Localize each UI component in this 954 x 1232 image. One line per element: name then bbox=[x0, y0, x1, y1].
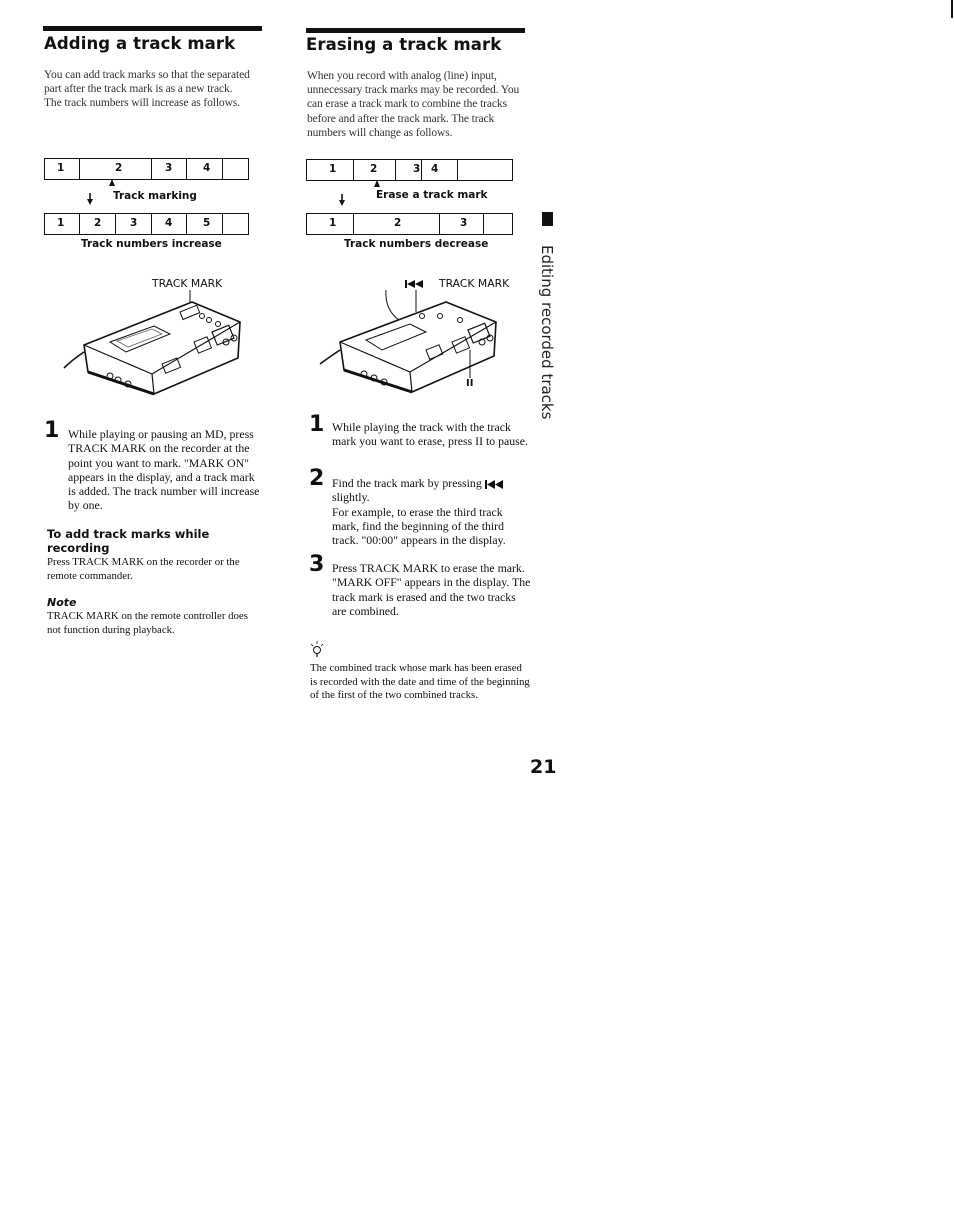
tip-text: The combined track whose mark has been e… bbox=[310, 662, 530, 701]
adding-intro-text-2: The track numbers will increase as follo… bbox=[44, 97, 240, 110]
step-number: 1 bbox=[44, 418, 60, 443]
track-marking-label: Track marking bbox=[113, 190, 197, 202]
track-diagram-after: 1 2 3 4 5 bbox=[44, 213, 249, 235]
track-divider bbox=[115, 214, 116, 234]
track-divider bbox=[353, 214, 354, 234]
track-divider bbox=[222, 214, 223, 234]
track-number: 1 bbox=[57, 162, 65, 174]
track-number: 4 bbox=[431, 163, 439, 175]
previous-track-icon bbox=[484, 479, 503, 489]
track-number: 4 bbox=[203, 162, 211, 174]
track-diagram-after-erase: 1 2 3 bbox=[306, 213, 513, 235]
track-number: 1 bbox=[57, 217, 65, 229]
track-numbers-increase-label: Track numbers increase bbox=[81, 238, 222, 250]
track-divider bbox=[439, 214, 440, 234]
step-text: Press TRACK MARK to erase the mark. "MAR… bbox=[332, 561, 531, 618]
step-number: 3 bbox=[309, 552, 325, 577]
page-edge-mark bbox=[951, 0, 953, 18]
track-mark-callout: TRACK MARK bbox=[152, 277, 223, 290]
md-recorder-illustration bbox=[63, 290, 241, 396]
sidebar-section-label: Editing recorded tracks bbox=[534, 245, 560, 419]
track-divider bbox=[483, 214, 484, 234]
erase-arrows bbox=[339, 180, 380, 206]
track-divider bbox=[421, 160, 422, 180]
marker-triangle bbox=[109, 179, 115, 186]
subheading-add-while-recording: To add track marks while recording bbox=[47, 527, 210, 555]
step-number: 2 bbox=[309, 466, 325, 491]
track-number: 2 bbox=[94, 217, 102, 229]
subheading-text: Press TRACK MARK on the recorder or the … bbox=[47, 556, 240, 582]
track-number: 3 bbox=[165, 162, 173, 174]
sidebar-section-text: Editing recorded tracks bbox=[538, 245, 556, 420]
section-rule bbox=[43, 26, 262, 31]
track-divider bbox=[222, 159, 223, 179]
track-number: 2 bbox=[394, 217, 402, 229]
track-divider bbox=[186, 159, 187, 179]
track-divider bbox=[79, 159, 80, 179]
step-number: 1 bbox=[309, 412, 325, 437]
track-divider bbox=[79, 214, 80, 234]
track-number: 1 bbox=[329, 163, 337, 175]
step-text-part: For example, to erase the third track ma… bbox=[332, 504, 506, 548]
section-rule bbox=[306, 28, 525, 33]
note-text: TRACK MARK on the remote controller does… bbox=[47, 610, 248, 636]
track-number: 3 bbox=[413, 163, 421, 175]
section-title-erasing: Erasing a track mark bbox=[306, 35, 502, 54]
track-mark-callout: TRACK MARK bbox=[439, 277, 510, 290]
track-number: 2 bbox=[115, 162, 123, 174]
track-number: 3 bbox=[460, 217, 468, 229]
step-text-part: Find the track mark by pressing bbox=[332, 476, 482, 490]
track-number: 2 bbox=[370, 163, 378, 175]
track-divider bbox=[395, 160, 396, 180]
track-divider bbox=[151, 159, 152, 179]
step-text: While playing or pausing an MD, press TR… bbox=[68, 427, 260, 513]
track-diagram-before-erase: 1 2 3 4 bbox=[306, 159, 513, 181]
adding-intro-text: You can add track marks so that the sepa… bbox=[44, 69, 250, 96]
track-diagram-before: 1 2 3 4 bbox=[44, 158, 249, 180]
track-number: 1 bbox=[329, 217, 337, 229]
note-heading: Note bbox=[47, 596, 77, 609]
marker-triangle bbox=[374, 180, 380, 187]
erase-track-mark-label: Erase a track mark bbox=[376, 189, 488, 201]
track-numbers-decrease-label: Track numbers decrease bbox=[344, 238, 489, 250]
step-text: Find the track mark by pressing slightly… bbox=[332, 476, 532, 547]
track-number: 4 bbox=[165, 217, 173, 229]
track-number: 3 bbox=[130, 217, 138, 229]
track-divider bbox=[457, 160, 458, 180]
down-arrow-icon bbox=[339, 200, 345, 206]
erasing-intro: When you record with analog (line) input… bbox=[307, 70, 520, 139]
track-number: 5 bbox=[203, 217, 211, 229]
section-title-adding: Adding a track mark bbox=[44, 34, 236, 53]
track-divider bbox=[186, 214, 187, 234]
track-divider bbox=[353, 160, 354, 180]
page-number: 21 bbox=[530, 756, 557, 778]
track-marking-arrows bbox=[87, 179, 115, 205]
step-text: While playing the track with the track m… bbox=[332, 420, 528, 449]
previous-track-icon bbox=[405, 280, 423, 288]
track-divider bbox=[151, 214, 152, 234]
step-text-part: slightly. bbox=[332, 490, 370, 505]
down-arrow-icon bbox=[87, 199, 93, 205]
pause-callout: II bbox=[466, 378, 474, 389]
section-tab-marker bbox=[542, 212, 553, 226]
lightbulb-icon bbox=[310, 641, 324, 657]
adding-intro: You can add track marks so that the sepa… bbox=[44, 68, 264, 111]
md-recorder-illustration bbox=[319, 290, 497, 394]
